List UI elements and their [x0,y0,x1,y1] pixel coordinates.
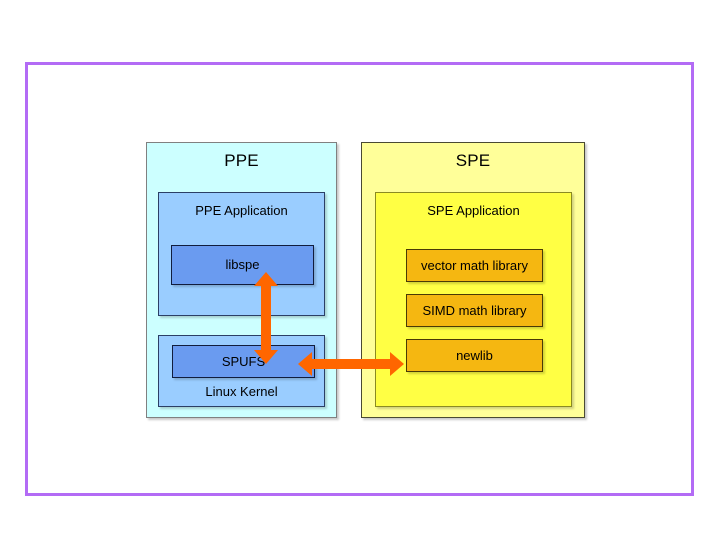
spufs-box[interactable]: SPUFS [172,345,315,378]
spufs-label: SPUFS [221,354,266,369]
libspe-spufs-double-arrow-icon [254,272,278,364]
vector-math-library-label: vector math library [421,258,528,273]
simd-math-library-box[interactable]: SIMD math library [406,294,543,327]
newlib-box[interactable]: newlib [406,339,543,372]
spufs-spe-double-arrow-icon [298,352,404,376]
vector-math-library-box[interactable]: vector math library [406,249,543,282]
simd-math-library-label: SIMD math library [422,303,527,318]
libspe-box[interactable]: libspe [171,245,314,285]
libspe-label: libspe [225,257,260,272]
slide-border-frame [25,62,694,496]
newlib-label: newlib [456,348,493,363]
ppe-application-label: PPE Application [195,203,288,218]
spe-panel-title: SPE [455,151,491,170]
ppe-panel-title: PPE [224,151,259,170]
spe-application-label: SPE Application [427,203,520,218]
linux-kernel-label: Linux Kernel [205,384,278,399]
